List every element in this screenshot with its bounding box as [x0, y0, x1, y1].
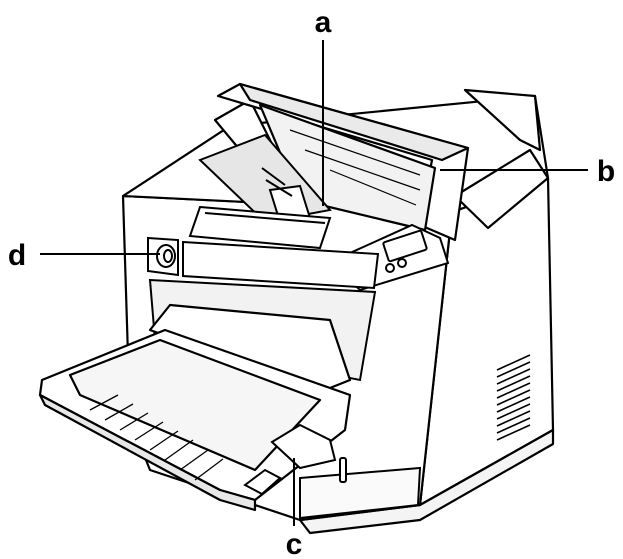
mp-tray — [38, 303, 352, 512]
callout-lines — [40, 40, 588, 526]
callout-label-d: d — [8, 239, 26, 272]
top-cover-open — [216, 82, 470, 242]
power-switch — [147, 236, 179, 277]
tray-ribs — [89, 394, 224, 481]
panel-button-2 — [397, 258, 407, 268]
side-vents — [496, 354, 531, 441]
cover-inner-ribs — [289, 129, 421, 206]
paper-guide — [243, 423, 337, 496]
panel-button-1 — [385, 263, 395, 273]
paper-output-slot — [188, 205, 332, 250]
callout-label-b: b — [597, 155, 615, 188]
callout-label-a: a — [315, 6, 332, 39]
panel-display — [382, 229, 428, 263]
callout-label-c: c — [286, 528, 303, 559]
paper-cassette — [299, 457, 422, 520]
